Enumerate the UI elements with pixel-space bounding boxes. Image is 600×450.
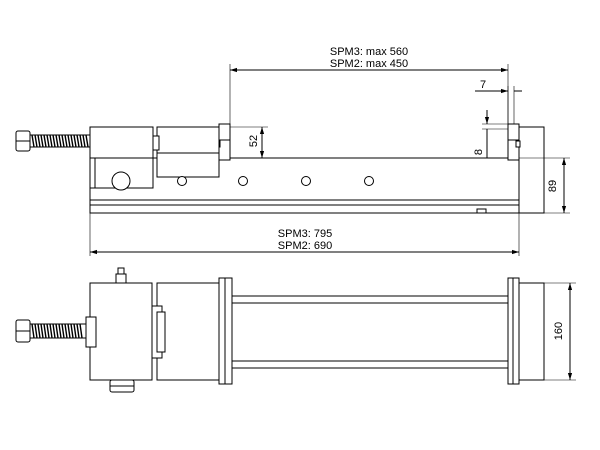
- thread-line: [46, 323, 50, 339]
- dim-160-label: 160: [553, 322, 565, 340]
- side-dimensions: SPM3: max 560 SPM2: max 450 7 52 8 89 SP…: [89, 46, 570, 256]
- thread-line: [73, 134, 77, 148]
- thread-line: [34, 323, 38, 339]
- top-threaded-spindle: [15, 319, 87, 343]
- thread-line: [31, 323, 35, 339]
- thread-line: [52, 134, 56, 148]
- side-handwheel-hub: [111, 171, 131, 191]
- thread-line: [76, 134, 80, 148]
- dim-7-label: 7: [480, 79, 486, 91]
- top-housing-clip: [85, 316, 97, 348]
- top-spindle-housing: [89, 282, 153, 381]
- thread-line: [67, 134, 71, 148]
- thread-line: [40, 134, 44, 148]
- side-rail-hole: [301, 176, 311, 186]
- top-carriage-clip-inner: [156, 311, 166, 353]
- thread-line: [79, 323, 83, 339]
- thread-line: [34, 134, 38, 148]
- side-rail-hole: [238, 176, 248, 186]
- thread-line: [82, 134, 86, 148]
- side-threaded-spindle: [15, 130, 91, 152]
- top-carriage: [156, 282, 220, 381]
- thread-line: [70, 134, 74, 148]
- length-label-spm3: SPM3: 795: [278, 228, 332, 240]
- thread-line: [64, 134, 68, 148]
- dim-52-label: 52: [248, 135, 260, 147]
- top-dimensions: 160: [544, 282, 576, 381]
- thread-line: [85, 134, 89, 148]
- thread-line: [49, 323, 53, 339]
- dim-89-label: 89: [547, 180, 559, 192]
- thread-line: [31, 134, 35, 148]
- thread-line: [58, 134, 62, 148]
- thread-line: [43, 323, 47, 339]
- thread-line: [43, 134, 47, 148]
- thread-line: [55, 323, 59, 339]
- stroke-label-spm3: SPM3: max 560: [330, 46, 408, 58]
- thread-line: [73, 323, 77, 339]
- side-jaw-pin: [515, 140, 521, 148]
- thread-line: [52, 323, 56, 339]
- thread-line: [67, 323, 71, 339]
- thread-line: [76, 323, 80, 339]
- stroke-label-spm2: SPM2: max 450: [330, 58, 408, 70]
- side-moving-jaw: [218, 123, 231, 161]
- top-view: [15, 267, 545, 393]
- length-label-spm2: SPM2: 690: [278, 240, 332, 252]
- thread-line: [49, 134, 53, 148]
- thread-line: [70, 323, 74, 339]
- top-knob-upper-cap: [117, 267, 125, 275]
- dim-8-label: 8: [473, 149, 485, 155]
- side-view: [15, 123, 545, 214]
- side-end-block: [518, 126, 545, 214]
- side-carriage: [156, 126, 220, 178]
- top-knob-upper: [115, 273, 127, 284]
- side-rail-notch: [476, 208, 487, 213]
- side-rail-hole: [177, 176, 187, 186]
- thread-line: [64, 323, 68, 339]
- thread-line: [61, 134, 65, 148]
- thread-line: [61, 323, 65, 339]
- thread-line: [55, 134, 59, 148]
- thread-line: [58, 323, 62, 339]
- thread-line: [37, 134, 41, 148]
- thread-line: [46, 134, 50, 148]
- side-rail-hole: [364, 176, 374, 186]
- thread-line: [79, 134, 83, 148]
- top-end-block: [518, 282, 545, 381]
- thread-line: [40, 323, 44, 339]
- thread-line: [37, 323, 41, 339]
